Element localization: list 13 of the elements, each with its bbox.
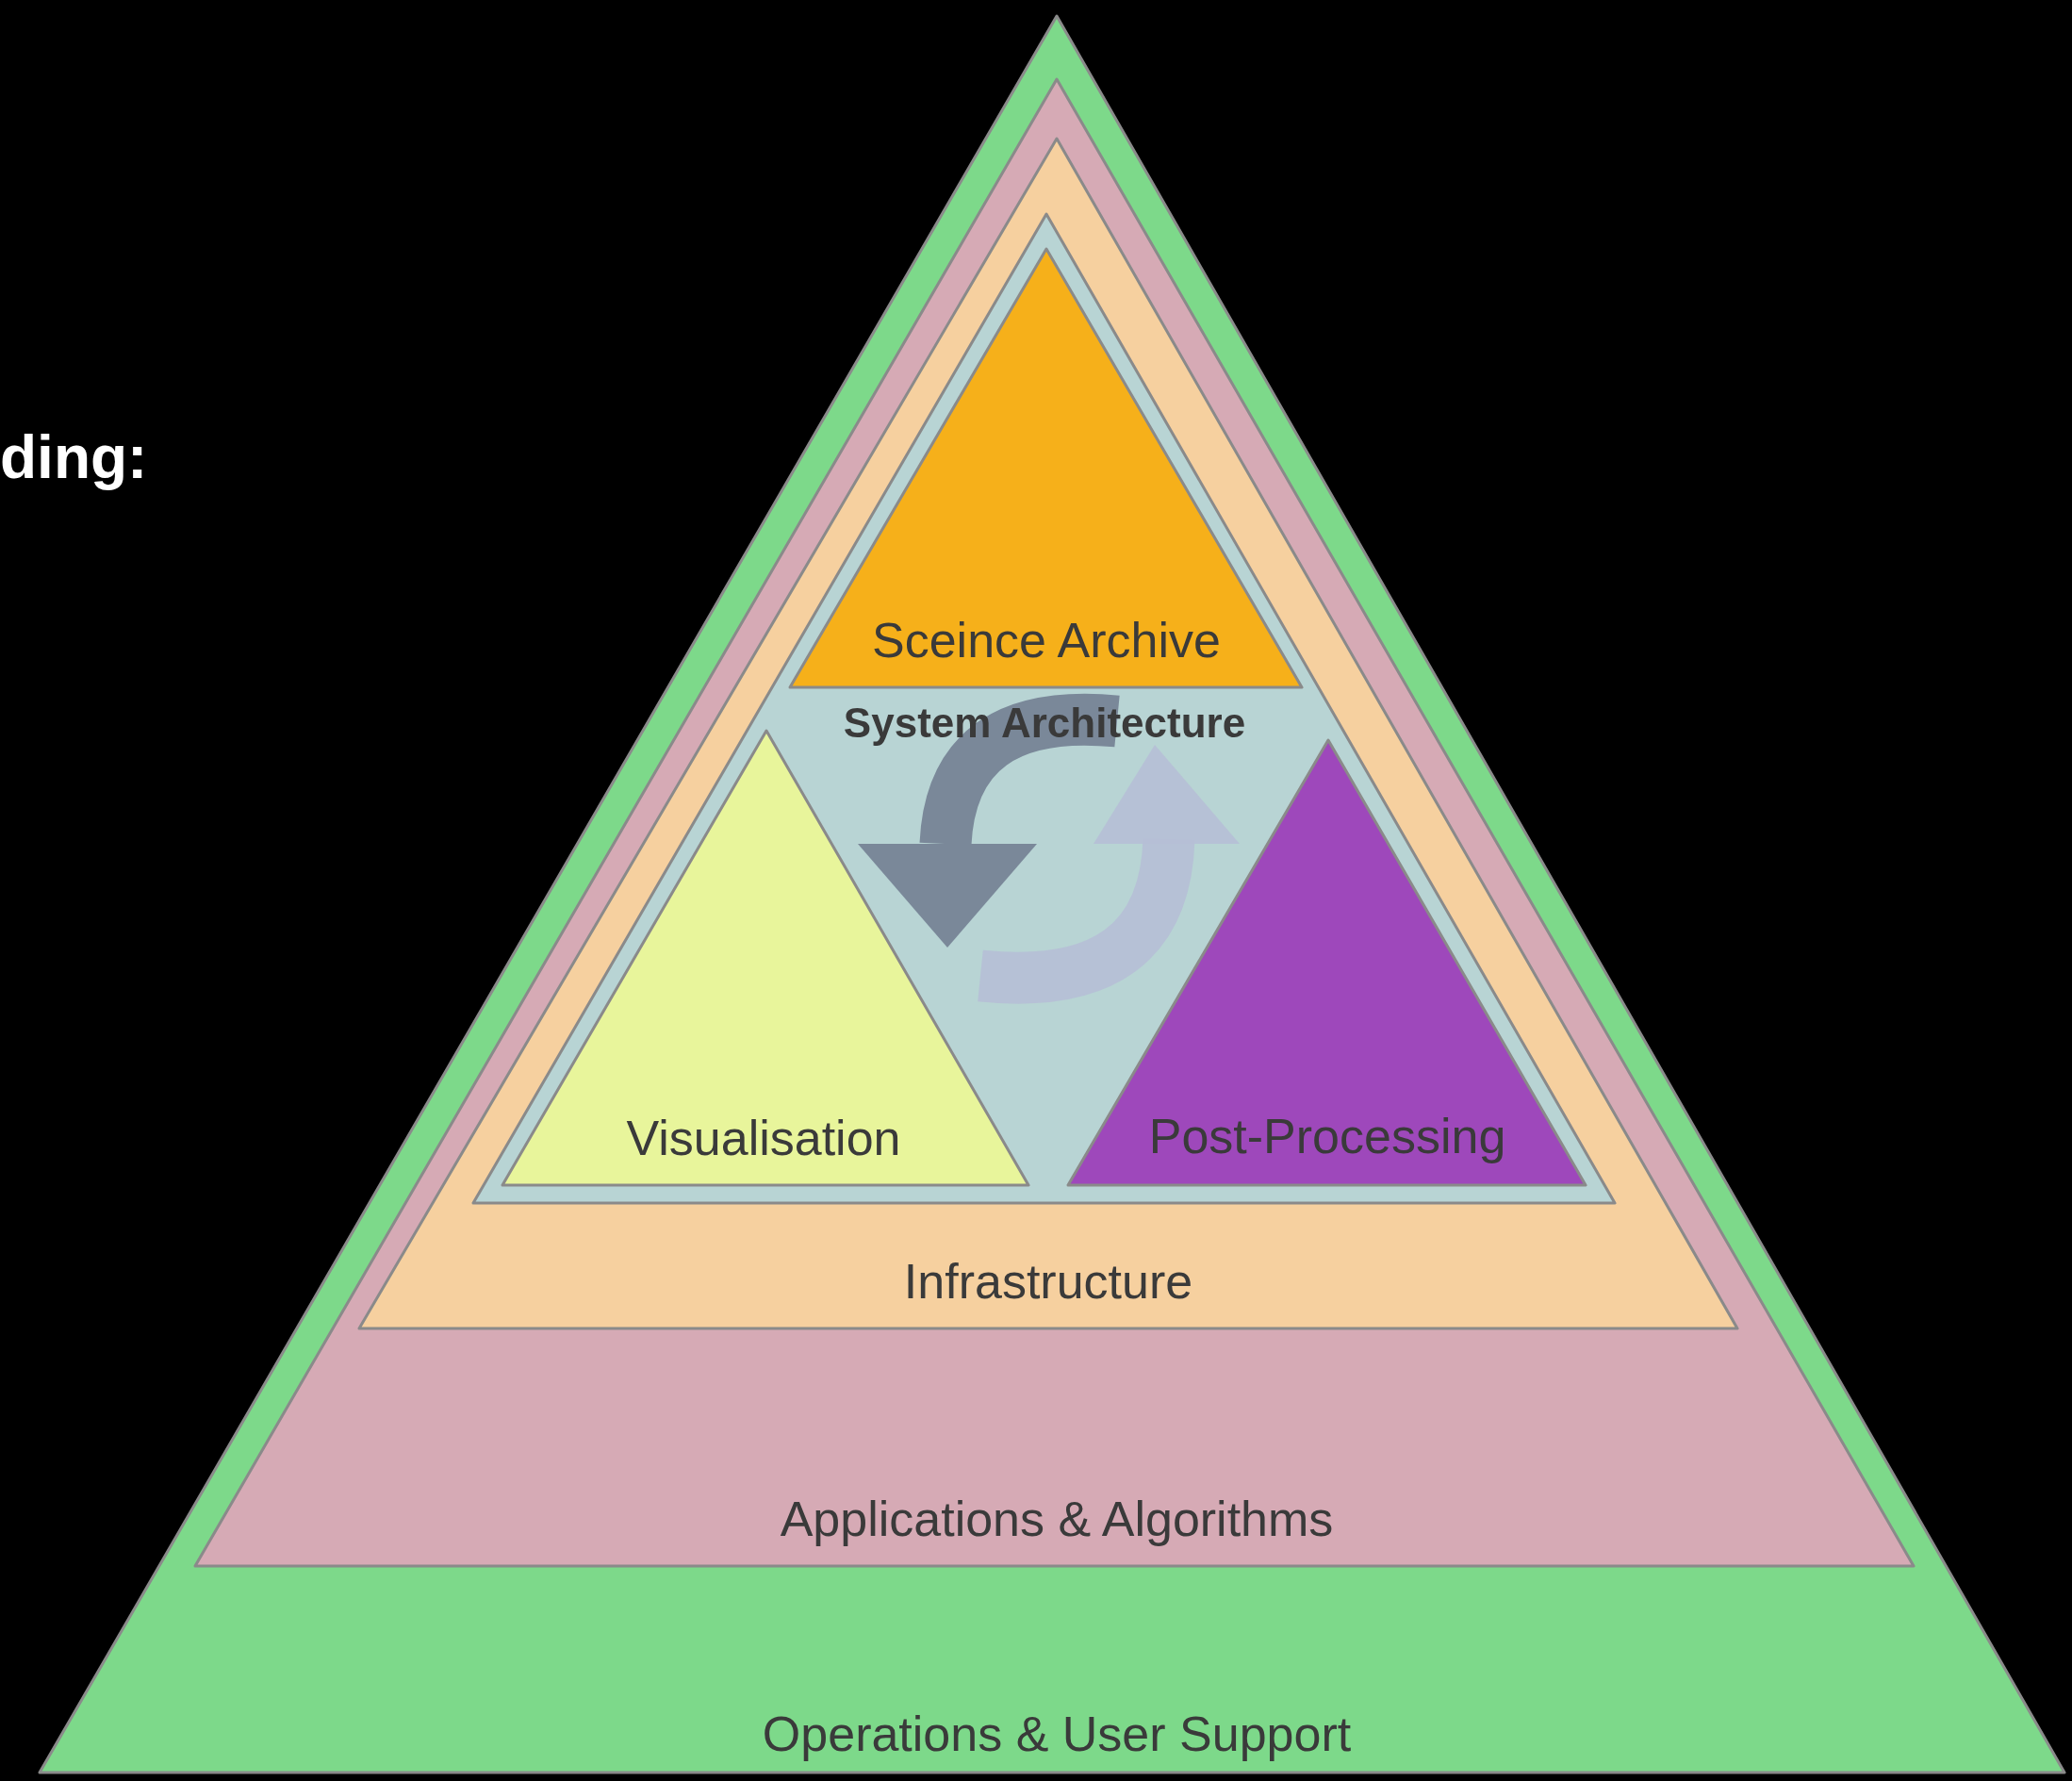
triangle-layer	[473, 214, 1615, 1203]
triangle-layer	[790, 249, 1302, 687]
triangle-layer	[359, 139, 1737, 1328]
layer-label: Visualisation	[626, 1112, 901, 1166]
layer-label: Applications & Algorithms	[780, 1492, 1334, 1547]
triangle-layer	[1068, 740, 1586, 1185]
layer-label: System Architecture	[843, 700, 1246, 747]
layer-label: Sceince Archive	[872, 614, 1221, 668]
layer-label: Operations & User Support	[762, 1707, 1352, 1762]
layer-label: Infrastructure	[903, 1255, 1193, 1310]
triangle-layer	[195, 79, 1914, 1566]
layer-label: Post-Processing	[1148, 1110, 1506, 1164]
heading-text: ding:	[0, 422, 148, 492]
